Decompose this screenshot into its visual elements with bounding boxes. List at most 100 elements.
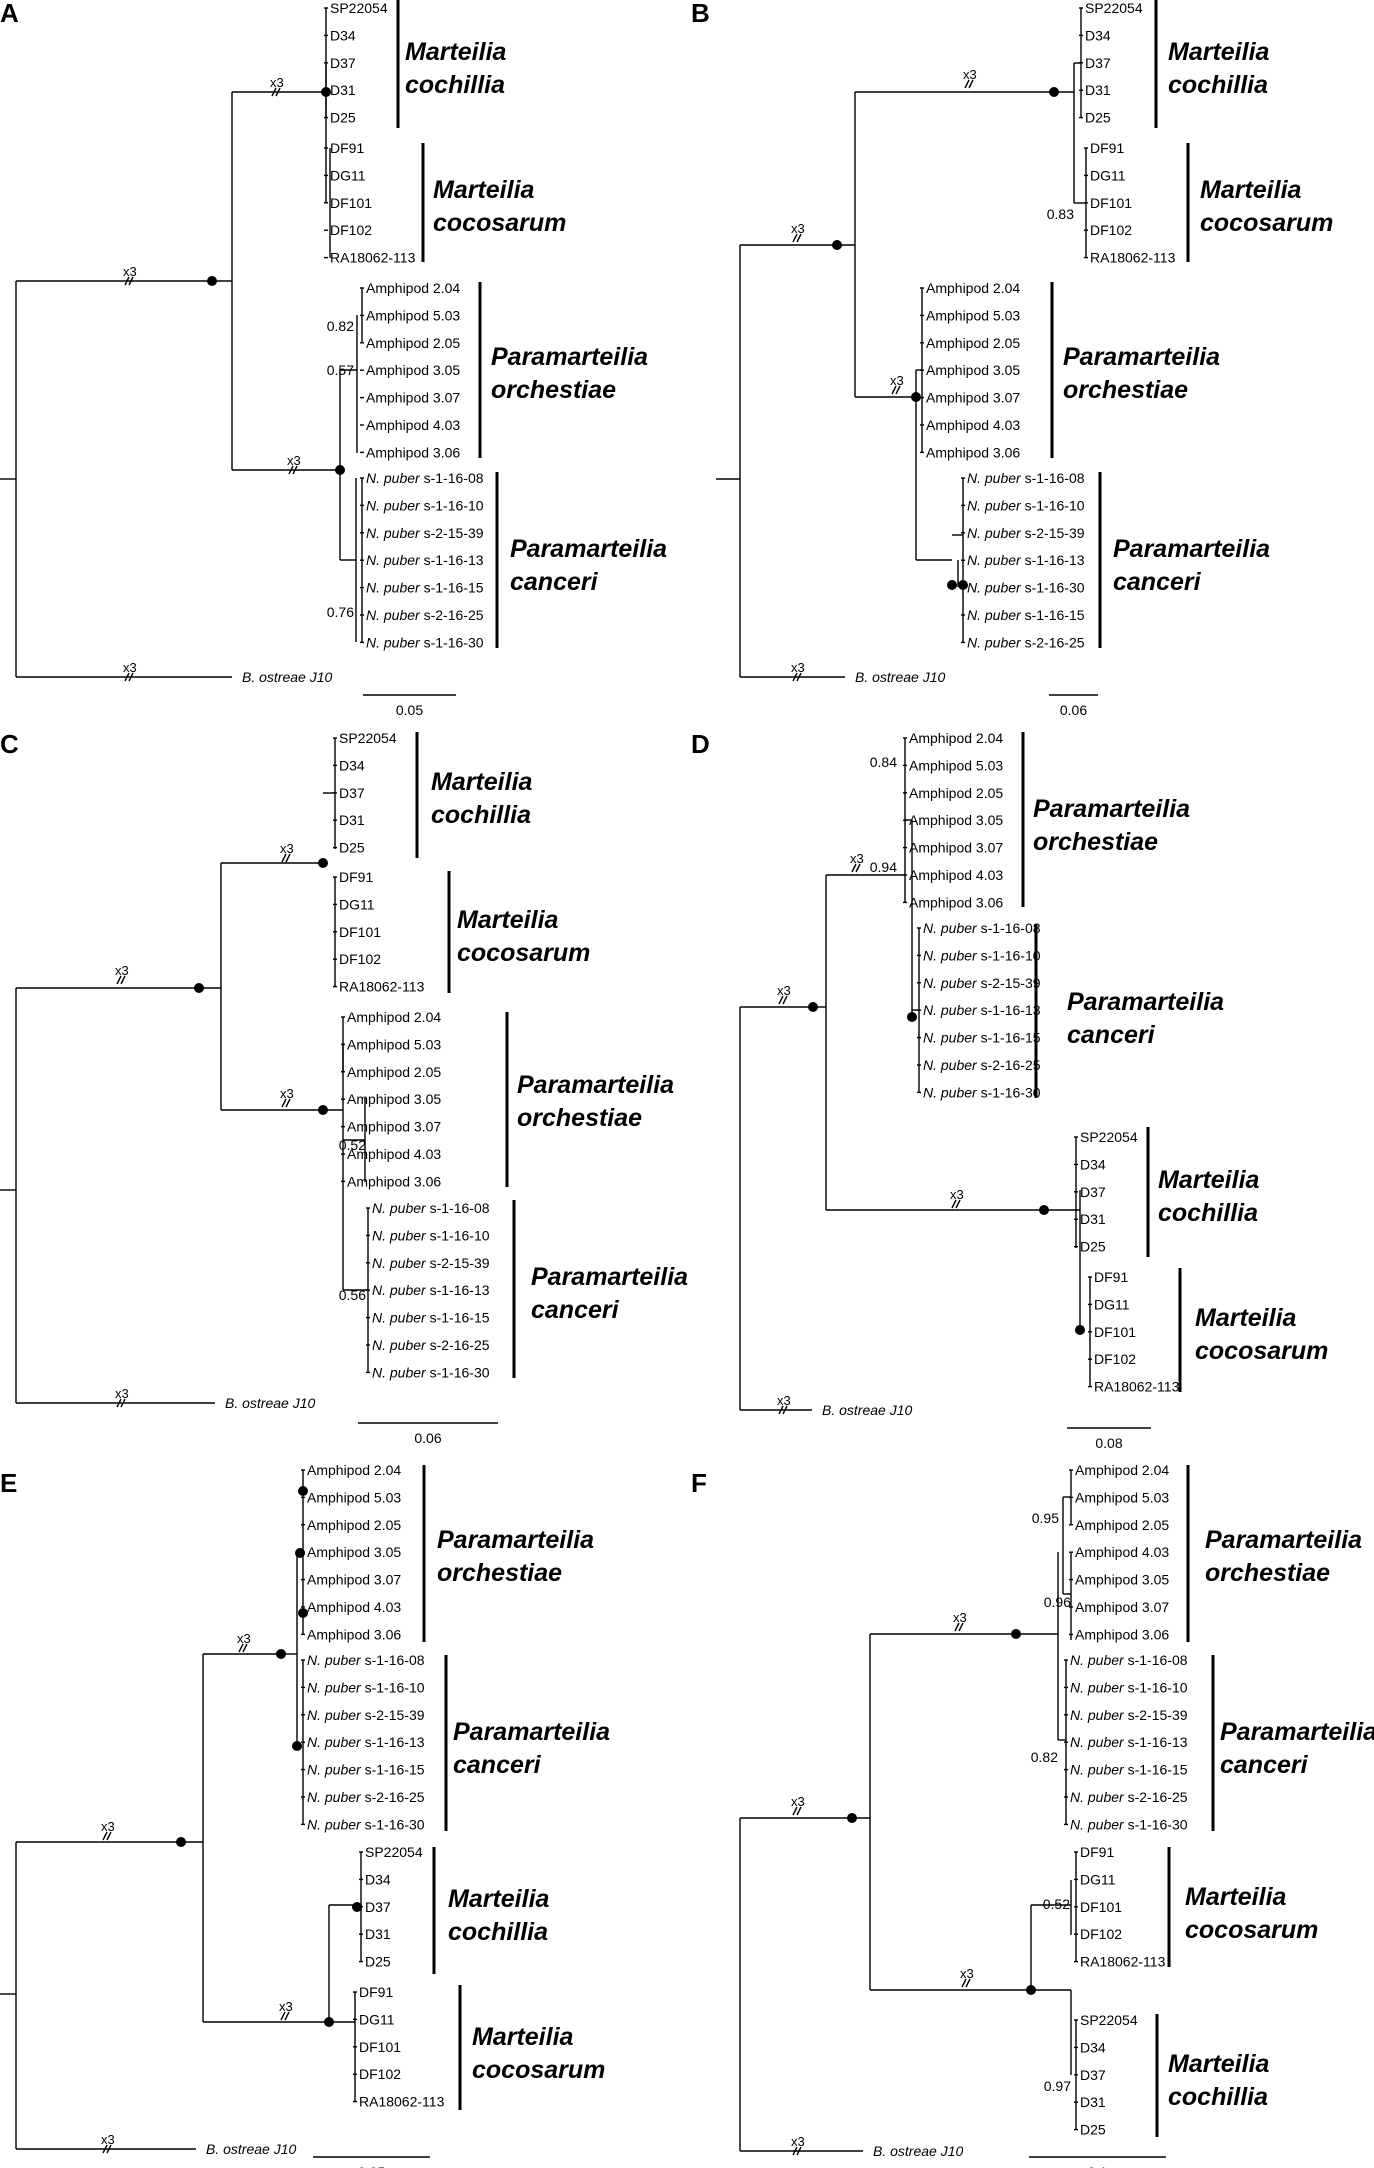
leaf-label: N. puber s-1-16-08 (923, 920, 1041, 936)
leaf-label: N. puber s-1-16-13 (1070, 1734, 1188, 1750)
branch-break-mark (955, 1199, 961, 1209)
isolate-id: s-1-16-08 (1021, 470, 1085, 486)
clade-species: canceri (1113, 568, 1202, 596)
branch-break-mark (958, 1622, 964, 1632)
branch-break-mark (965, 1978, 971, 1988)
clade-genus: Paramarteilia (531, 1263, 688, 1291)
species-prefix: N. puber (307, 1734, 362, 1750)
leaf-label: Amphipod 5.03 (307, 1489, 401, 1505)
branch-break-mark (796, 233, 802, 243)
leaf-label: N. puber s-1-16-30 (372, 1364, 490, 1380)
branch-break-mark (238, 1643, 244, 1653)
species-prefix: N. puber (923, 975, 978, 991)
break-label: x3 (115, 963, 129, 978)
support-node-dot (1075, 1325, 1085, 1335)
leaf-label: N. puber s-1-16-13 (366, 552, 484, 568)
branch-break-mark (281, 1098, 287, 1108)
clade-species: orchestiae (1063, 376, 1188, 404)
outgroup-label: B. ostreae J10 (206, 2141, 296, 2157)
leaf-label: DF91 (1090, 140, 1124, 156)
support-node-dot (298, 1608, 308, 1618)
panel-letter: B (691, 0, 710, 28)
outgroup-label: B. ostreae J10 (822, 1402, 912, 1418)
branch-break-mark (271, 87, 277, 97)
leaf-label: DF101 (1090, 195, 1132, 211)
leaf-label: N. puber s-1-16-30 (1070, 1816, 1188, 1832)
leaf-label: Amphipod 2.05 (366, 335, 460, 351)
leaf-label: Amphipod 5.03 (366, 307, 460, 323)
leaf-label: N. puber s-1-16-13 (967, 552, 1085, 568)
break-label: x3 (123, 660, 137, 675)
leaf-label: RA18062-113 (330, 250, 416, 266)
branch-break-mark (792, 233, 798, 243)
support-value: 0.82 (327, 318, 354, 334)
leaf-label: N. puber s-1-16-15 (366, 580, 484, 596)
species-prefix: N. puber (366, 607, 421, 623)
clade-genus: Marteilia (431, 768, 533, 796)
leaf-label: N. puber s-1-16-30 (967, 580, 1085, 596)
species-prefix: N. puber (1070, 1652, 1125, 1668)
leaf-label: Amphipod 3.05 (1075, 1572, 1169, 1588)
clade-species: cochillia (1158, 1199, 1258, 1227)
leaf-label: DG11 (1094, 1296, 1130, 1312)
clade-species: cochillia (405, 71, 505, 99)
leaf-label: N. puber s-1-16-10 (366, 497, 484, 513)
clade-genus: Marteilia (433, 176, 535, 204)
clade-species: cochillia (448, 1918, 548, 1946)
clade-species: orchestiae (491, 376, 616, 404)
outgroup-label: B. ostreae J10 (855, 669, 945, 685)
break-label: x3 (960, 1966, 974, 1981)
branch-break-mark (792, 2146, 798, 2156)
isolate-id: s-1-16-08 (426, 1200, 490, 1216)
branch-break-mark (116, 1398, 122, 1408)
leaf-label: N. puber s-1-16-15 (307, 1762, 425, 1778)
clade-genus: Paramarteilia (1220, 1718, 1374, 1746)
branch-break-mark (782, 1405, 788, 1415)
leaf-label: DF102 (1080, 1926, 1122, 1942)
break-label: x3 (280, 1086, 294, 1101)
species-prefix: N. puber (923, 1002, 978, 1018)
leaf-label: Amphipod 3.07 (909, 840, 1003, 856)
species-prefix: N. puber (307, 1679, 362, 1695)
isolate-id: s-2-15-39 (361, 1707, 425, 1723)
leaf-label: N. puber s-1-16-15 (923, 1030, 1041, 1046)
leaf-label: D25 (1080, 1239, 1106, 1255)
isolate-id: s-1-16-13 (420, 552, 484, 568)
support-node-dot (958, 580, 968, 590)
leaf-label: D34 (365, 1871, 391, 1887)
isolate-id: s-1-16-15 (426, 1310, 490, 1326)
leaf-label: Amphipod 3.06 (926, 444, 1020, 460)
species-prefix: N. puber (1070, 1734, 1125, 1750)
clade-genus: Marteilia (448, 1885, 550, 1913)
break-label: x3 (101, 2132, 115, 2147)
break-label: x3 (123, 264, 137, 279)
panel-letter: E (0, 1468, 17, 1498)
clade-species: orchestiae (1033, 828, 1158, 856)
leaf-label: Amphipod 5.03 (909, 757, 1003, 773)
branch-break-mark (280, 2011, 286, 2021)
branch-break-mark (120, 975, 126, 985)
support-value: 0.52 (339, 1137, 366, 1153)
leaf-label: Amphipod 3.05 (909, 812, 1003, 828)
isolate-id: s-2-16-25 (420, 607, 484, 623)
clade-genus: Paramarteilia (1033, 795, 1190, 823)
branch-break-mark (792, 672, 798, 682)
species-prefix: N. puber (923, 920, 978, 936)
species-prefix: N. puber (1070, 1816, 1125, 1832)
branch-break-mark (285, 1098, 291, 1108)
break-label: x3 (237, 1631, 251, 1646)
branch-break-mark (106, 2144, 112, 2154)
leaf-label: Amphipod 4.03 (926, 417, 1020, 433)
outgroup-label: B. ostreae J10 (873, 2143, 963, 2159)
clade-species: cocosarum (1185, 1916, 1318, 1944)
leaf-label: SP22054 (365, 1844, 423, 1860)
leaf-label: D31 (330, 82, 356, 98)
leaf-label: RA18062-113 (1094, 1379, 1180, 1395)
leaf-label: D37 (1080, 2067, 1106, 2083)
leaf-label: D34 (339, 757, 365, 773)
clade-genus: Marteilia (405, 38, 507, 66)
leaf-label: SP22054 (330, 0, 388, 16)
isolate-id: s-1-16-10 (361, 1679, 425, 1695)
isolate-id: s-1-16-15 (1124, 1762, 1188, 1778)
leaf-label: Amphipod 2.04 (307, 1462, 401, 1478)
